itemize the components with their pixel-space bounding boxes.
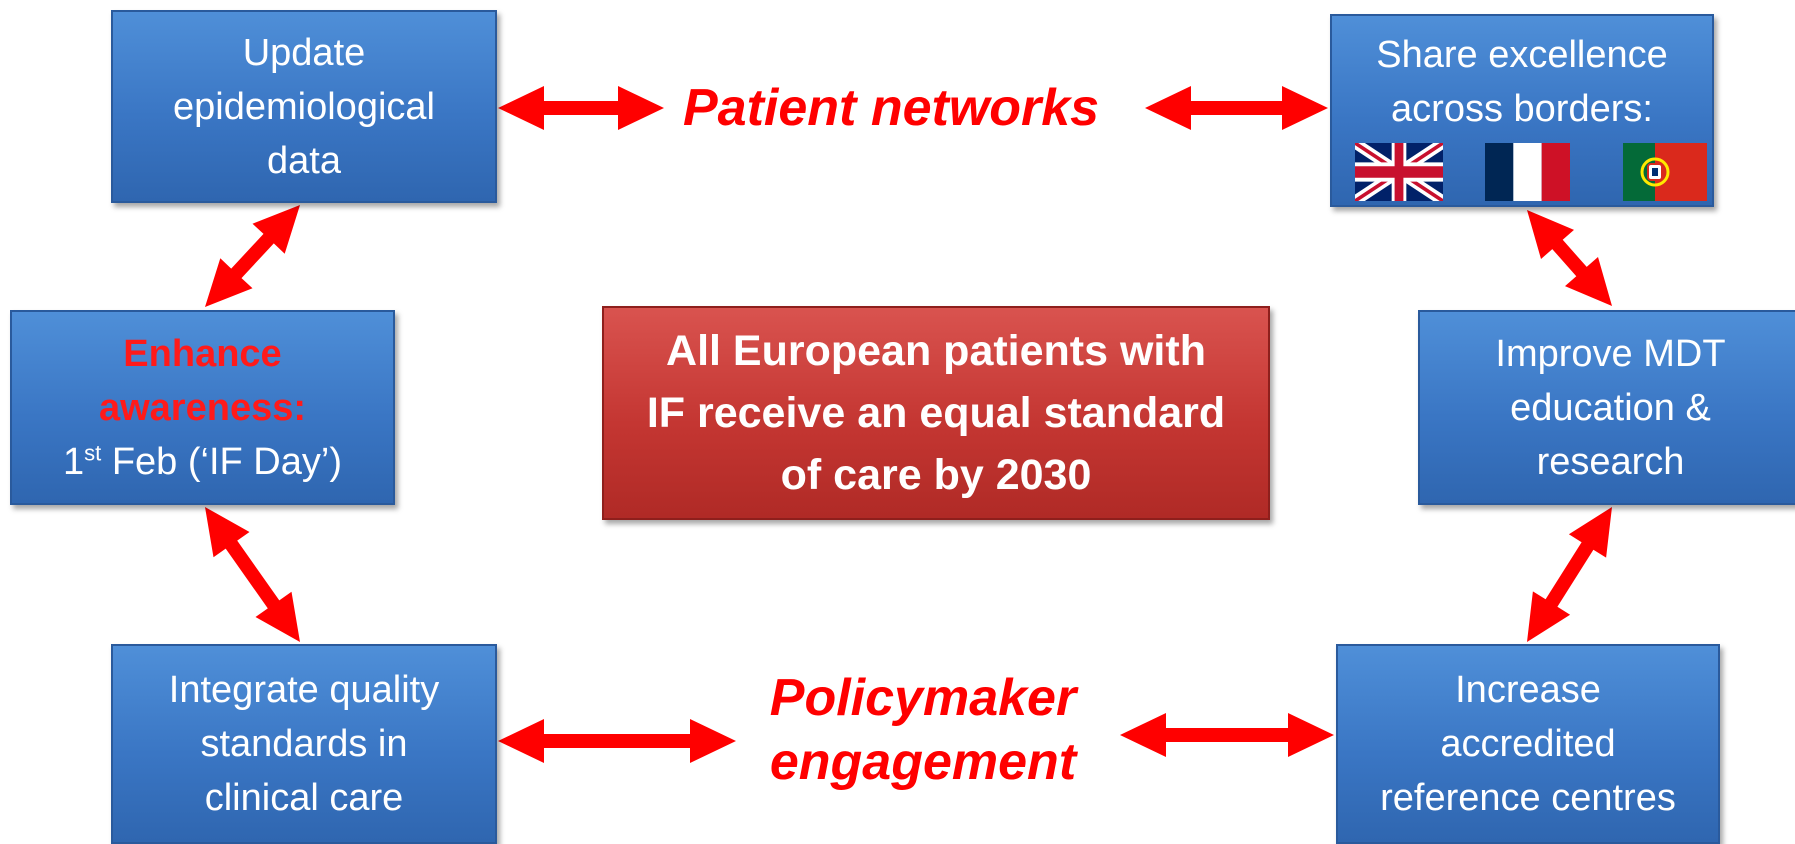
date-text: Feb (‘IF Day’)	[101, 440, 342, 483]
box-line: Update	[242, 31, 366, 74]
goal-line: IF receive an equal standard	[646, 389, 1226, 437]
box-line: clinical care	[204, 777, 404, 819]
integrate-quality-box: Integrate quality standards in clinical …	[111, 644, 497, 844]
box-line: research	[1536, 440, 1685, 483]
arrow-mdt-to-increase	[1527, 507, 1612, 642]
engagement-line: engagement	[769, 733, 1077, 791]
goal-line: All European patients with	[666, 327, 1206, 375]
box-line: standards in	[200, 723, 408, 765]
arrow-integrate-to-policymaker	[498, 719, 736, 763]
enhance-title: Enhance	[123, 332, 282, 375]
arrow-policymaker-to-increase	[1120, 713, 1334, 757]
box-line: reference centres	[1380, 777, 1676, 819]
arrow-awareness-to-integrate	[205, 507, 300, 642]
enhance-awareness-box: Enhance awareness: 1st Feb (‘IF Day’)	[10, 310, 395, 505]
arrow-patient-networks-to-share	[1145, 86, 1328, 130]
box-line: data	[267, 139, 341, 182]
awareness-title: awareness:	[98, 386, 306, 429]
central-goal-box: All European patients with IF receive an…	[602, 306, 1270, 520]
box-line: Integrate quality	[168, 669, 440, 711]
arrow-update-to-awareness	[205, 205, 300, 307]
arrow-update-to-patient-networks	[498, 86, 664, 130]
policymaker-line: Policymaker	[769, 669, 1077, 727]
box-line: Share excellence	[1376, 34, 1668, 76]
patient-networks-label: Patient networks	[683, 79, 1100, 137]
portugal-flag	[1623, 143, 1707, 201]
box-line: accredited	[1440, 723, 1616, 765]
box-line: Improve MDT	[1495, 332, 1726, 375]
box-line: across borders:	[1391, 88, 1653, 130]
if-day-date: 1st Feb (‘IF Day’)	[63, 435, 342, 489]
improve-mdt-box: Improve MDT education & research	[1418, 310, 1795, 505]
arrow-share-to-mdt	[1527, 210, 1612, 306]
united-kingdom-flag	[1355, 143, 1443, 201]
policymaker-label: Policymaker engagement	[740, 666, 1106, 794]
box-line: Increase	[1455, 669, 1601, 711]
date-ordinal: st	[84, 439, 102, 465]
date-number: 1	[63, 440, 85, 483]
increase-centres-box: Increase accredited reference centres	[1336, 644, 1720, 844]
update-epidemiological-data-box: Update epidemiological data	[111, 10, 497, 203]
box-line: education &	[1510, 386, 1711, 429]
france-flag	[1485, 143, 1570, 201]
box-line: epidemiological	[173, 85, 435, 128]
goal-line: of care by 2030	[780, 451, 1092, 499]
